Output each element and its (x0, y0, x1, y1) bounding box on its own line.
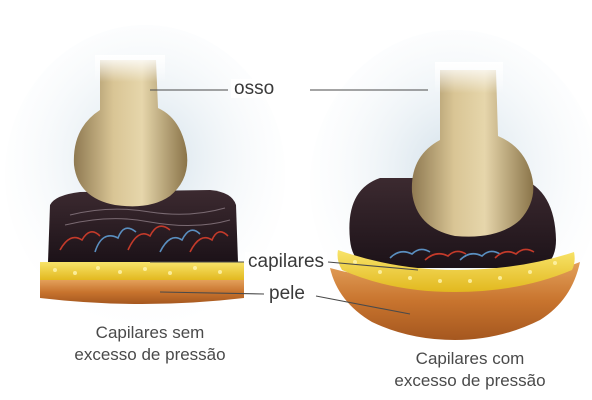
left-caption-line1: Capilares sem (60, 322, 240, 344)
bone-label: osso (231, 79, 277, 98)
left-skin-layer (40, 280, 244, 304)
right-caption: Capilares com excesso de pressão (380, 348, 560, 392)
left-fat-layer (40, 262, 244, 280)
right-caption-line2: excesso de pressão (380, 370, 560, 392)
right-caption-line1: Capilares com (380, 348, 560, 370)
skin-label: pele (266, 284, 308, 303)
left-caption: Capilares sem excesso de pressão (60, 322, 240, 366)
capillaries-label: capilares (245, 252, 327, 271)
left-caption-line2: excesso de pressão (60, 344, 240, 366)
